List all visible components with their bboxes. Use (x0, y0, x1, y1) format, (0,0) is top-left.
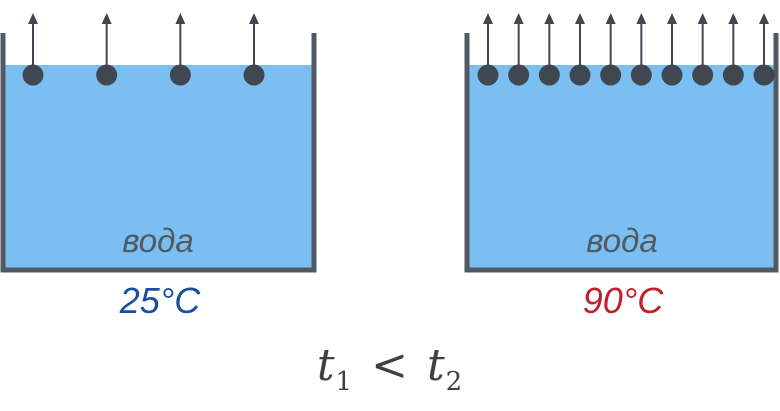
molecule-right-1 (477, 64, 499, 86)
arrow-head-icon (544, 13, 555, 24)
container-left: вода (0, 13, 317, 273)
molecule-left-1 (22, 64, 44, 86)
arrow-head-icon (28, 13, 38, 24)
arrow-head-icon (575, 13, 585, 24)
formula-right-sub: 2 (445, 366, 464, 397)
formula-left-var: t (316, 340, 336, 391)
container-right: вода (464, 13, 779, 273)
liquid-label-right: вода (586, 222, 657, 259)
arrow-head-icon (759, 13, 769, 24)
water-right (467, 65, 776, 270)
molecule-right-9 (722, 64, 744, 86)
temperature-label-right: 90°C (582, 280, 664, 321)
molecule-right-5 (600, 64, 622, 86)
formula-right-var: t (426, 340, 446, 391)
molecule-right-2 (508, 64, 530, 86)
molecule-right-3 (538, 64, 560, 86)
wall-right (464, 33, 779, 273)
molecule-left-4 (243, 64, 265, 86)
molecules-right (477, 13, 775, 86)
arrow-head-icon (667, 13, 677, 24)
wall-left (0, 33, 317, 273)
arrow-head-icon (605, 13, 616, 24)
arrow-head-icon (101, 13, 112, 24)
arrow-head-icon (175, 13, 186, 24)
liquid-label-left: вода (122, 222, 193, 259)
molecule-right-8 (692, 64, 714, 86)
temperature-comparison-formula: t1<t2 (0, 340, 780, 397)
formula-left-sub: 1 (335, 366, 354, 397)
molecule-right-6 (630, 64, 652, 86)
arrow-head-icon (636, 13, 647, 24)
molecule-left-2 (96, 64, 118, 86)
molecule-right-4 (569, 64, 591, 86)
molecules-left (22, 13, 265, 86)
water-left (3, 65, 314, 270)
molecule-left-3 (169, 64, 191, 86)
arrow-head-icon (697, 13, 708, 24)
molecule-right-7 (661, 64, 683, 86)
molecule-right-10 (753, 64, 775, 86)
arrow-head-icon (249, 13, 259, 24)
arrow-head-icon (728, 13, 739, 24)
arrow-head-icon (483, 13, 493, 24)
temperature-label-left: 25°C (119, 280, 201, 321)
formula-operator: < (371, 340, 409, 391)
arrow-head-icon (513, 13, 524, 24)
